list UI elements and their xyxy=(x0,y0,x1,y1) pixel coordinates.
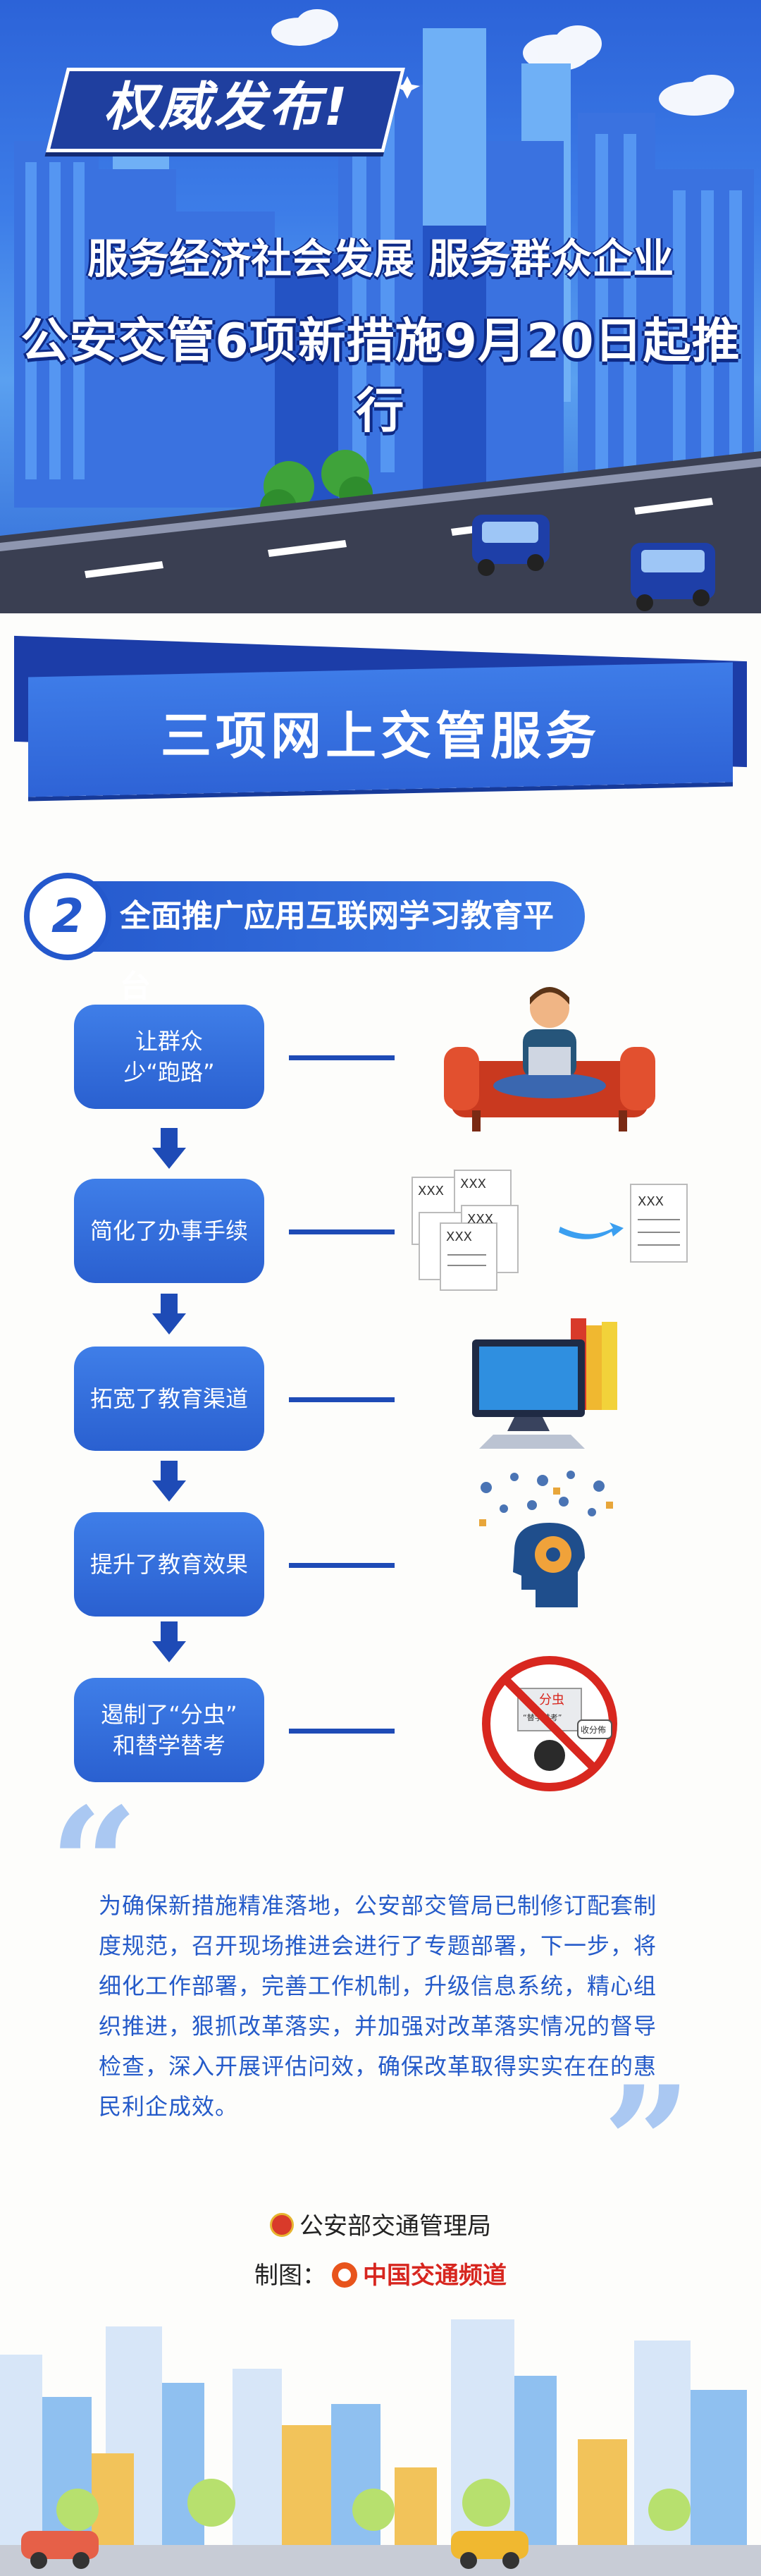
connector-line xyxy=(289,1055,395,1060)
doc-label: XXX xyxy=(638,1194,664,1209)
flow-step-3: 拓宽了教育渠道 xyxy=(74,1347,264,1451)
flow-step-label: 拓宽了教育渠道 xyxy=(89,1385,248,1412)
police-emblem-icon xyxy=(270,2213,294,2237)
city-skyline-illustration xyxy=(0,9,761,613)
subsection-title: 全面推广应用互联网学习教育平台 xyxy=(120,898,554,1005)
footer-cityscape-illustration xyxy=(0,2319,761,2576)
credit-prefix: 制图： xyxy=(254,2262,326,2290)
arrow-down-icon xyxy=(152,1461,186,1502)
sign-label: 分虫 xyxy=(539,1693,564,1707)
flow-step-4: 提升了教育效果 xyxy=(74,1512,264,1617)
credit-brand: 中国交通频道 xyxy=(363,2262,507,2290)
documents-icon: XXX XXX XXX XXX XXX xyxy=(412,1170,688,1291)
no-score-buying-icon: 分虫 “替学替考” 收分佈 xyxy=(482,1656,617,1791)
open-quote-icon: “ xyxy=(49,1773,139,1956)
subsection-header xyxy=(28,881,585,952)
footer-credit: 制图： 中国交通频道 xyxy=(0,2256,761,2290)
arrow-down-icon xyxy=(152,1128,186,1169)
connector-line xyxy=(289,1397,395,1402)
connector-line xyxy=(289,1563,395,1568)
connector-line xyxy=(289,1729,395,1734)
flow-step-label: 让群众 少“跑路” xyxy=(123,1028,215,1086)
person-on-sofa-laptop-icon xyxy=(444,987,655,1131)
channel-logo-icon xyxy=(332,2262,357,2288)
flow-step-5: 遏制了“分虫” 和替学替考 xyxy=(74,1678,264,1782)
head-gears-icon xyxy=(479,1471,613,1607)
section-title: 三项网上交管服务 xyxy=(160,706,600,766)
header-banner: 权威发布! 服务经济社会发展 服务群众企业 公安交管6项新措施9月20日起推行 xyxy=(0,0,761,613)
flow-step-2: 简化了办事手续 xyxy=(74,1179,264,1283)
footer-organization: 公安部交通管理局 xyxy=(0,2207,761,2241)
badge-label: 权威发布! xyxy=(104,77,350,137)
doc-label: XXX xyxy=(418,1184,444,1198)
computer-books-icon xyxy=(472,1318,617,1449)
doc-label: XXX xyxy=(446,1229,472,1244)
connector-line xyxy=(289,1229,395,1234)
flow-step-label: 简化了办事手续 xyxy=(89,1218,248,1244)
flow-step-label: 遏制了“分虫” 和替学替考 xyxy=(101,1701,237,1759)
header-subtitle: 服务经济社会发展 服务群众企业 xyxy=(87,235,674,283)
header-title: 公安交管6项新措施9月20日起推行 xyxy=(20,314,741,439)
arrow-down-icon xyxy=(152,1294,186,1335)
arrow-down-icon xyxy=(152,1621,186,1662)
flow-step-1: 让群众 少“跑路” xyxy=(74,1005,264,1109)
bubble-label: 收分佈 xyxy=(581,1724,606,1735)
quote-paragraph: 为确保新措施精准落地，公安部交管局已制修订配套制度规范，召开现场推进会进行了专题… xyxy=(99,1892,657,2120)
doc-label: XXX xyxy=(467,1212,493,1227)
doc-label: XXX xyxy=(460,1177,486,1191)
organization-name: 公安部交通管理局 xyxy=(299,2212,491,2240)
subsection-number-circle xyxy=(24,873,111,960)
close-quote-icon: ” xyxy=(602,2051,692,2234)
subsection-number: 2 xyxy=(51,889,84,943)
flow-step-label: 提升了教育效果 xyxy=(89,1551,248,1578)
